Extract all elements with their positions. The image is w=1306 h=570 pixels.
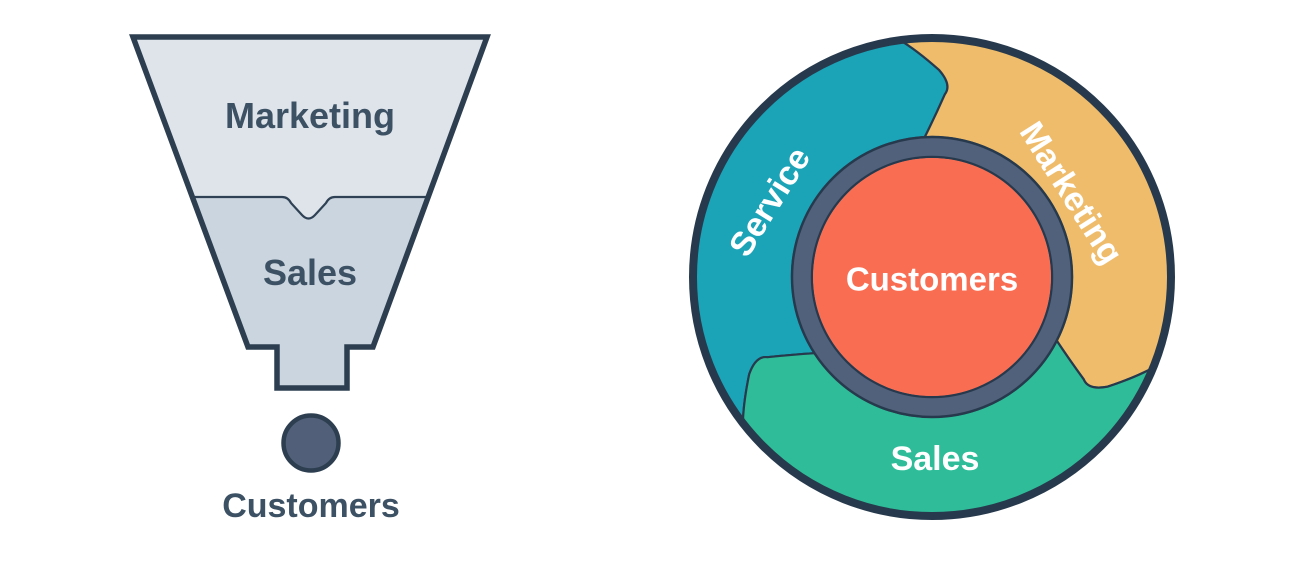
- funnel-outline: [129, 34, 491, 391]
- funnel-diagram: Marketing Sales Customers: [129, 34, 491, 525]
- flywheel-diagram: Service Marketing Sales Customers: [689, 34, 1175, 520]
- funnel-sales-section: [192, 197, 429, 388]
- funnel-customers-label: Customers: [222, 487, 400, 525]
- funnel-stage-label-sales: Sales: [263, 252, 357, 293]
- flywheel-label-sales: Sales: [891, 440, 980, 478]
- funnel-customer-dot: [281, 413, 341, 473]
- flywheel-ring-outer-edge: [790, 135, 1074, 419]
- funnel-divider: [192, 195, 429, 220]
- funnel-marketing-section: [133, 37, 487, 388]
- flywheel-inner-ring: [792, 137, 1072, 417]
- flywheel-ring-inner-edge: [810, 155, 1054, 399]
- flywheel-center-circle: [813, 158, 1051, 396]
- flywheel-customers-label: Customers: [846, 261, 1018, 298]
- flywheel-outer-rim: [689, 34, 1175, 520]
- funnel-stage-label-marketing: Marketing: [225, 95, 395, 136]
